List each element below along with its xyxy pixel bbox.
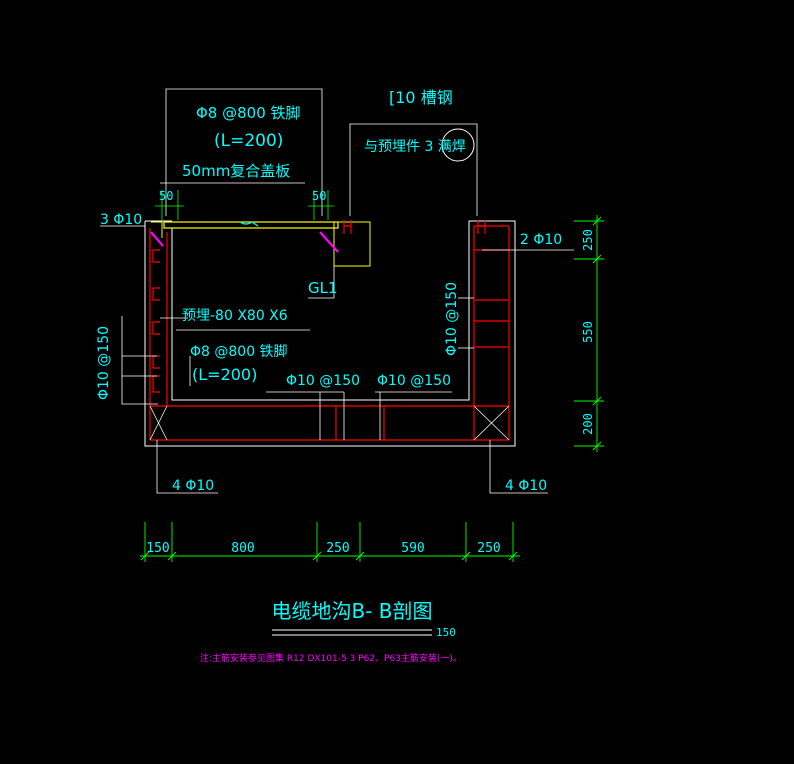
label-bottom-rebar-right: Φ10 @150 bbox=[377, 373, 451, 389]
leader-lines bbox=[100, 88, 574, 494]
title-underline bbox=[272, 629, 432, 636]
channel-symbols bbox=[239, 220, 486, 234]
drawing-note: 注:主筋安装参见图集 R12 DX101-5 3 P62、P63主筋安装(一)。 bbox=[200, 652, 462, 664]
top-50-dimension-lines bbox=[155, 190, 334, 220]
label-gl1: GL1 bbox=[308, 279, 338, 297]
label-rebar-2phi10: 2 Φ10 bbox=[520, 232, 562, 248]
dim-v-3: 200 bbox=[581, 413, 595, 435]
horizontal-dimension-chain bbox=[140, 522, 520, 562]
label-foot-ladder-top-len: (L=200) bbox=[214, 131, 283, 151]
dim-h-2: 800 bbox=[231, 541, 254, 556]
label-dim-50-right: 50 bbox=[312, 189, 326, 203]
rebar-cage bbox=[149, 225, 510, 441]
left-ledge-steel bbox=[151, 221, 163, 238]
label-wall-right-rebar: Φ10 @150 bbox=[444, 282, 460, 356]
drawing-title: 电缆地沟B- B剖图 bbox=[271, 599, 432, 623]
dim-v-2: 550 bbox=[581, 321, 595, 343]
label-wall-left-rebar: Φ10 @150 bbox=[96, 326, 112, 400]
weld-detail-circle bbox=[441, 128, 475, 162]
label-cover-plate: 50mm复合盖板 bbox=[182, 162, 290, 180]
dim-v-1: 250 bbox=[581, 229, 595, 251]
dim-h-4: 590 bbox=[401, 541, 424, 556]
label-weld-note: 与预埋件 3 满焊 bbox=[364, 139, 466, 155]
dim-h-1: 150 bbox=[146, 541, 169, 556]
drawing-scale: 150 bbox=[436, 626, 456, 639]
label-corner-left: 4 Φ10 bbox=[172, 478, 214, 494]
corner-x-marks bbox=[149, 405, 510, 441]
label-foot-ladder-mid-len: (L=200) bbox=[192, 365, 257, 384]
label-foot-ladder-mid: Φ8 @800 铁脚 bbox=[190, 344, 288, 360]
weld-hooks bbox=[150, 231, 339, 253]
label-corner-right: 4 Φ10 bbox=[505, 478, 547, 494]
gl1-beam-outline bbox=[333, 221, 371, 267]
label-rebar-3phi10: 3 Φ10 bbox=[100, 212, 142, 228]
label-dim-50-left: 50 bbox=[159, 189, 173, 203]
vertical-dimension-chain bbox=[574, 215, 604, 452]
dim-h-3: 250 bbox=[326, 541, 349, 556]
label-bottom-rebar-left: Φ10 @150 bbox=[286, 373, 360, 389]
label-embed-plate: 预埋-80 X80 X6 bbox=[182, 308, 288, 324]
dim-h-5: 250 bbox=[477, 541, 500, 556]
label-foot-ladder-top: Φ8 @800 铁脚 bbox=[196, 104, 301, 122]
label-channel-steel: [10 槽钢 bbox=[389, 88, 453, 107]
concrete-outline bbox=[144, 220, 516, 447]
